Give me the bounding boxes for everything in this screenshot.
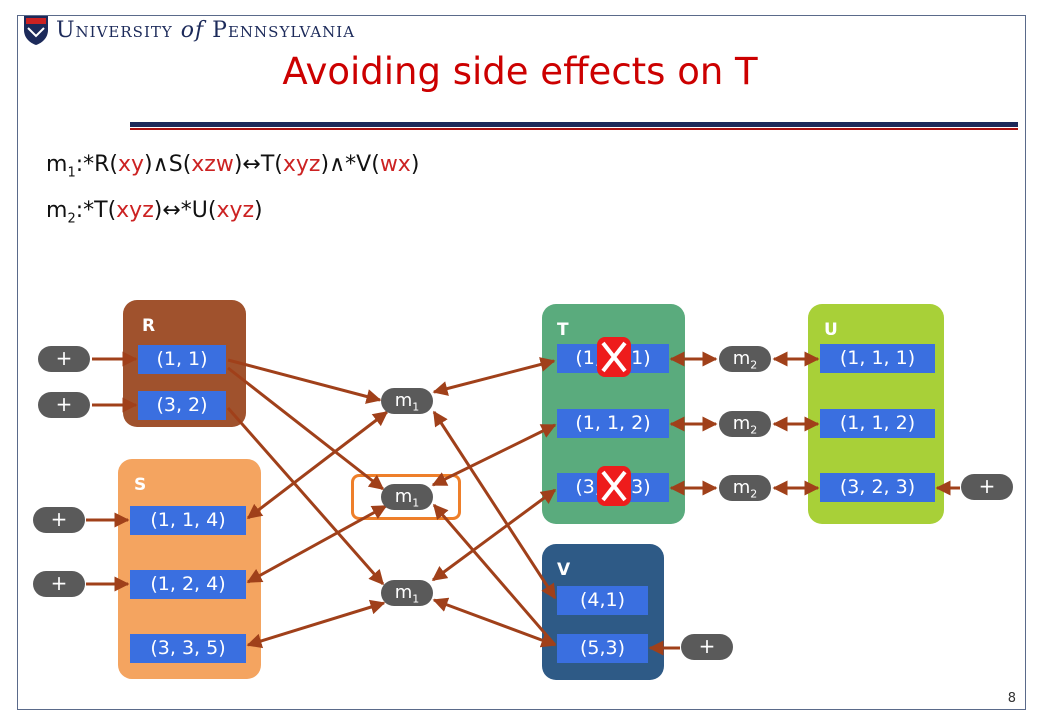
edge-s2-m1b — [246, 504, 388, 584]
edge-m1c-v2 — [432, 597, 557, 648]
formula-m1: m1:*R(xy)∧S(xzw)↔T(xyz)∧*V(wx) — [46, 152, 420, 181]
title-rule-accent — [130, 128, 1018, 130]
tuple-t-2: (1, 1, 2) — [557, 409, 669, 438]
tuple-u-2: (1, 1, 2) — [820, 409, 935, 438]
page-number: 8 — [1007, 691, 1016, 706]
m2-node-2: m2 — [719, 411, 771, 437]
m1-node-bottom: m1 — [381, 580, 433, 606]
university-shield-icon — [24, 16, 48, 45]
m2-node-1: m2 — [719, 346, 771, 372]
university-name: University of Pennsylvania — [56, 18, 356, 43]
tuple-s-2: (1, 2, 4) — [130, 570, 246, 599]
edge-m1a-v1 — [432, 410, 557, 600]
edge-s3-m1c — [246, 599, 386, 649]
plus-node-r2: + — [38, 392, 90, 418]
edge-s1-m1a — [246, 410, 389, 520]
tuple-v-1: (4,1) — [557, 586, 648, 615]
tuple-u-1: (1, 1, 1) — [820, 344, 935, 373]
m2-node-3: m2 — [719, 475, 771, 501]
cross-t1-icon — [597, 337, 631, 377]
tuple-r-1: (1, 1) — [138, 345, 226, 374]
panel-t-label: T — [557, 320, 569, 340]
cross-t3-icon — [597, 466, 631, 506]
panel-u-label: U — [824, 320, 838, 340]
plus-node-r1: + — [38, 346, 90, 372]
edge-r1-m1a — [227, 358, 382, 404]
slide-title: Avoiding side effects on T — [282, 50, 758, 93]
title-rule — [130, 122, 1018, 127]
panel-s-label: S — [134, 475, 147, 495]
tuple-v-2: (5,3) — [557, 634, 648, 663]
edge-m1a-t1 — [432, 357, 556, 396]
plus-node-u3: + — [961, 474, 1013, 500]
tuple-s-3: (3, 3, 5) — [130, 634, 246, 663]
plus-node-s1: + — [33, 507, 85, 533]
slide-frame — [17, 15, 1026, 710]
tuple-u-3: (3, 2, 3) — [820, 473, 935, 502]
m1-node-top: m1 — [381, 388, 433, 414]
panel-r-label: R — [142, 316, 156, 336]
plus-node-v2: + — [681, 634, 733, 660]
panel-v-label: V — [557, 560, 571, 580]
tuple-r-2: (3, 2) — [138, 391, 226, 420]
tuple-s-1: (1, 1, 4) — [130, 506, 246, 535]
plus-node-s2: + — [33, 571, 85, 597]
edge-r1-m1b — [227, 366, 385, 491]
edge-m1b-t2 — [431, 423, 557, 487]
m1-node-middle: m1 — [381, 484, 433, 510]
formula-m2: m2:*T(xyz)↔*U(xyz) — [46, 198, 263, 227]
